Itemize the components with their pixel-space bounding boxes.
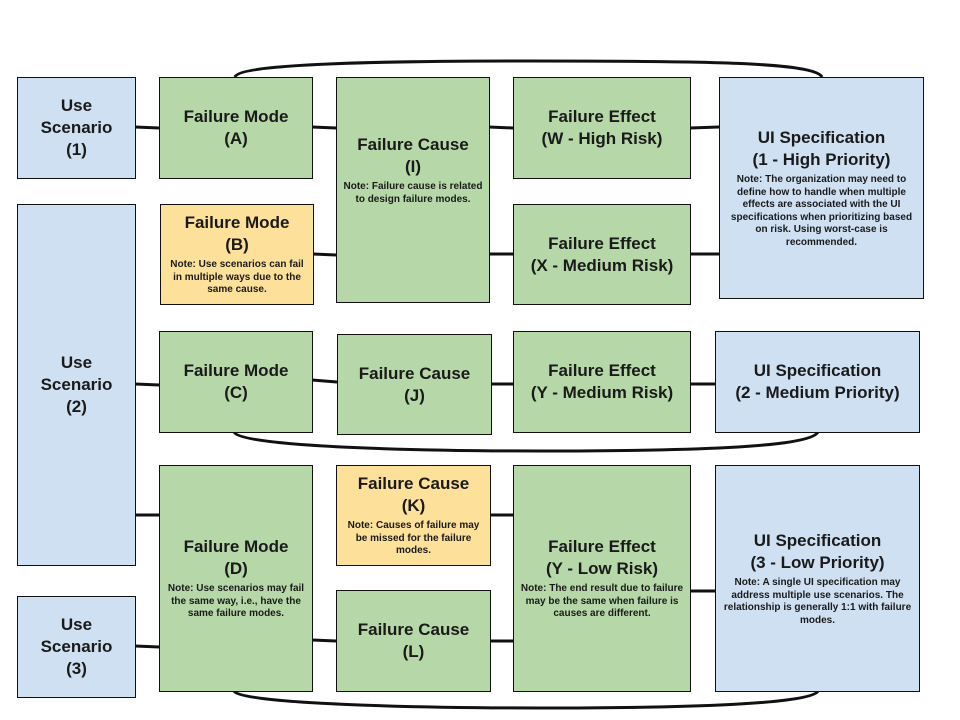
failure-cause-l: Failure Cause (L) (336, 590, 491, 692)
failure-cause-k-note: Note: Causes of failure may be missed fo… (347, 520, 480, 557)
failure-mode-b-note: Note: Use scenarios can fail in multiple… (170, 259, 304, 296)
ui-specification-2: UI Specification (2 - Medium Priority) (715, 331, 920, 433)
failure-effect-y-low-title: Failure Effect (Y - Low Risk) (545, 537, 659, 579)
bypass-curve-fmD-ui3 (232, 689, 820, 710)
failure-effect-w-title: Failure Effect (W - High Risk) (541, 107, 663, 148)
failure-cause-l-title: Failure Cause (L) (357, 620, 470, 661)
ui-specification-1-title: UI Specification (1 - High Priority) (752, 128, 891, 169)
connector-us1-fmA (134, 125, 160, 130)
ui-specification-3-note: Note: A single UI specification may addr… (723, 577, 912, 626)
bypass-curve-fmC-ui2 (232, 430, 820, 453)
failure-mode-b: Failure Mode (B) Note: Use scenarios can… (160, 204, 314, 305)
failure-cause-k-title: Failure Cause (K) (357, 474, 470, 516)
use-scenario-3-title: Use Scenario (3) (40, 615, 113, 678)
failure-mode-d-title: Failure Mode (D) (183, 537, 289, 579)
ui-specification-3: UI Specification (3 - Low Priority) Note… (715, 465, 920, 692)
use-scenario-2: Use Scenario (2) (17, 204, 136, 566)
ui-specification-3-title: UI Specification (3 - Low Priority) (750, 531, 885, 572)
failure-effect-y-low-note: Note: The end result due to failure may … (520, 583, 684, 620)
failure-effect-y-medium: Failure Effect (Y - Medium Risk) (513, 331, 691, 433)
failure-mode-c: Failure Mode (C) (159, 331, 313, 433)
failure-mode-d-note: Note: Use scenarios may fail the same wa… (167, 583, 305, 620)
ui-specification-1: UI Specification (1 - High Priority) Not… (719, 77, 924, 299)
failure-cause-k: Failure Cause (K) Note: Causes of failur… (336, 465, 491, 566)
failure-mode-d: Failure Mode (D) Note: Use scenarios may… (159, 465, 313, 692)
ui-specification-1-note: Note: The organization may need to defin… (730, 174, 913, 248)
failure-cause-i-title: Failure Cause (I) (357, 135, 469, 176)
failure-effect-y-medium-title: Failure Effect (Y - Medium Risk) (530, 361, 674, 402)
failure-cause-j-title: Failure Cause (J) (358, 363, 471, 405)
connector-fmB-fcI (312, 252, 337, 257)
failure-mode-a: Failure Mode (A) (159, 77, 313, 179)
failure-cause-i: Failure Cause (I) Note: Failure cause is… (336, 77, 490, 303)
use-scenario-3: Use Scenario (3) (17, 596, 136, 698)
bypass-curve-fmA-ui1 (233, 59, 824, 79)
connector-feW-ui1 (689, 125, 720, 130)
ui-specification-2-title: UI Specification (2 - Medium Priority) (735, 361, 900, 402)
failure-mode-c-title: Failure Mode (C) (183, 361, 289, 402)
use-scenario-2-title: Use Scenario (2) (40, 353, 113, 416)
failure-cause-j: Failure Cause (J) (337, 334, 492, 435)
failure-effect-x-title: Failure Effect (X - Medium Risk) (530, 233, 674, 275)
use-scenario-1: Use Scenario (1) (17, 77, 136, 179)
failure-effect-y-low: Failure Effect (Y - Low Risk) Note: The … (513, 465, 691, 692)
use-scenario-1-title: Use Scenario (1) (40, 96, 113, 159)
connector-us3-fmD (134, 644, 160, 649)
connector-fmA-fcI (311, 125, 337, 130)
failure-cause-i-note: Note: Failure cause is related to design… (343, 181, 483, 205)
connector-fcI-feW (488, 125, 514, 130)
failure-mode-a-title: Failure Mode (A) (183, 107, 289, 148)
connector-fmC-fcJ (311, 378, 338, 384)
failure-effect-w: Failure Effect (W - High Risk) (513, 77, 691, 179)
failure-mode-b-title: Failure Mode (B) (184, 213, 290, 255)
connector-fmD-fcL (311, 638, 337, 643)
connector-us2-fmC (134, 382, 160, 387)
failure-effect-x: Failure Effect (X - Medium Risk) (513, 204, 691, 305)
